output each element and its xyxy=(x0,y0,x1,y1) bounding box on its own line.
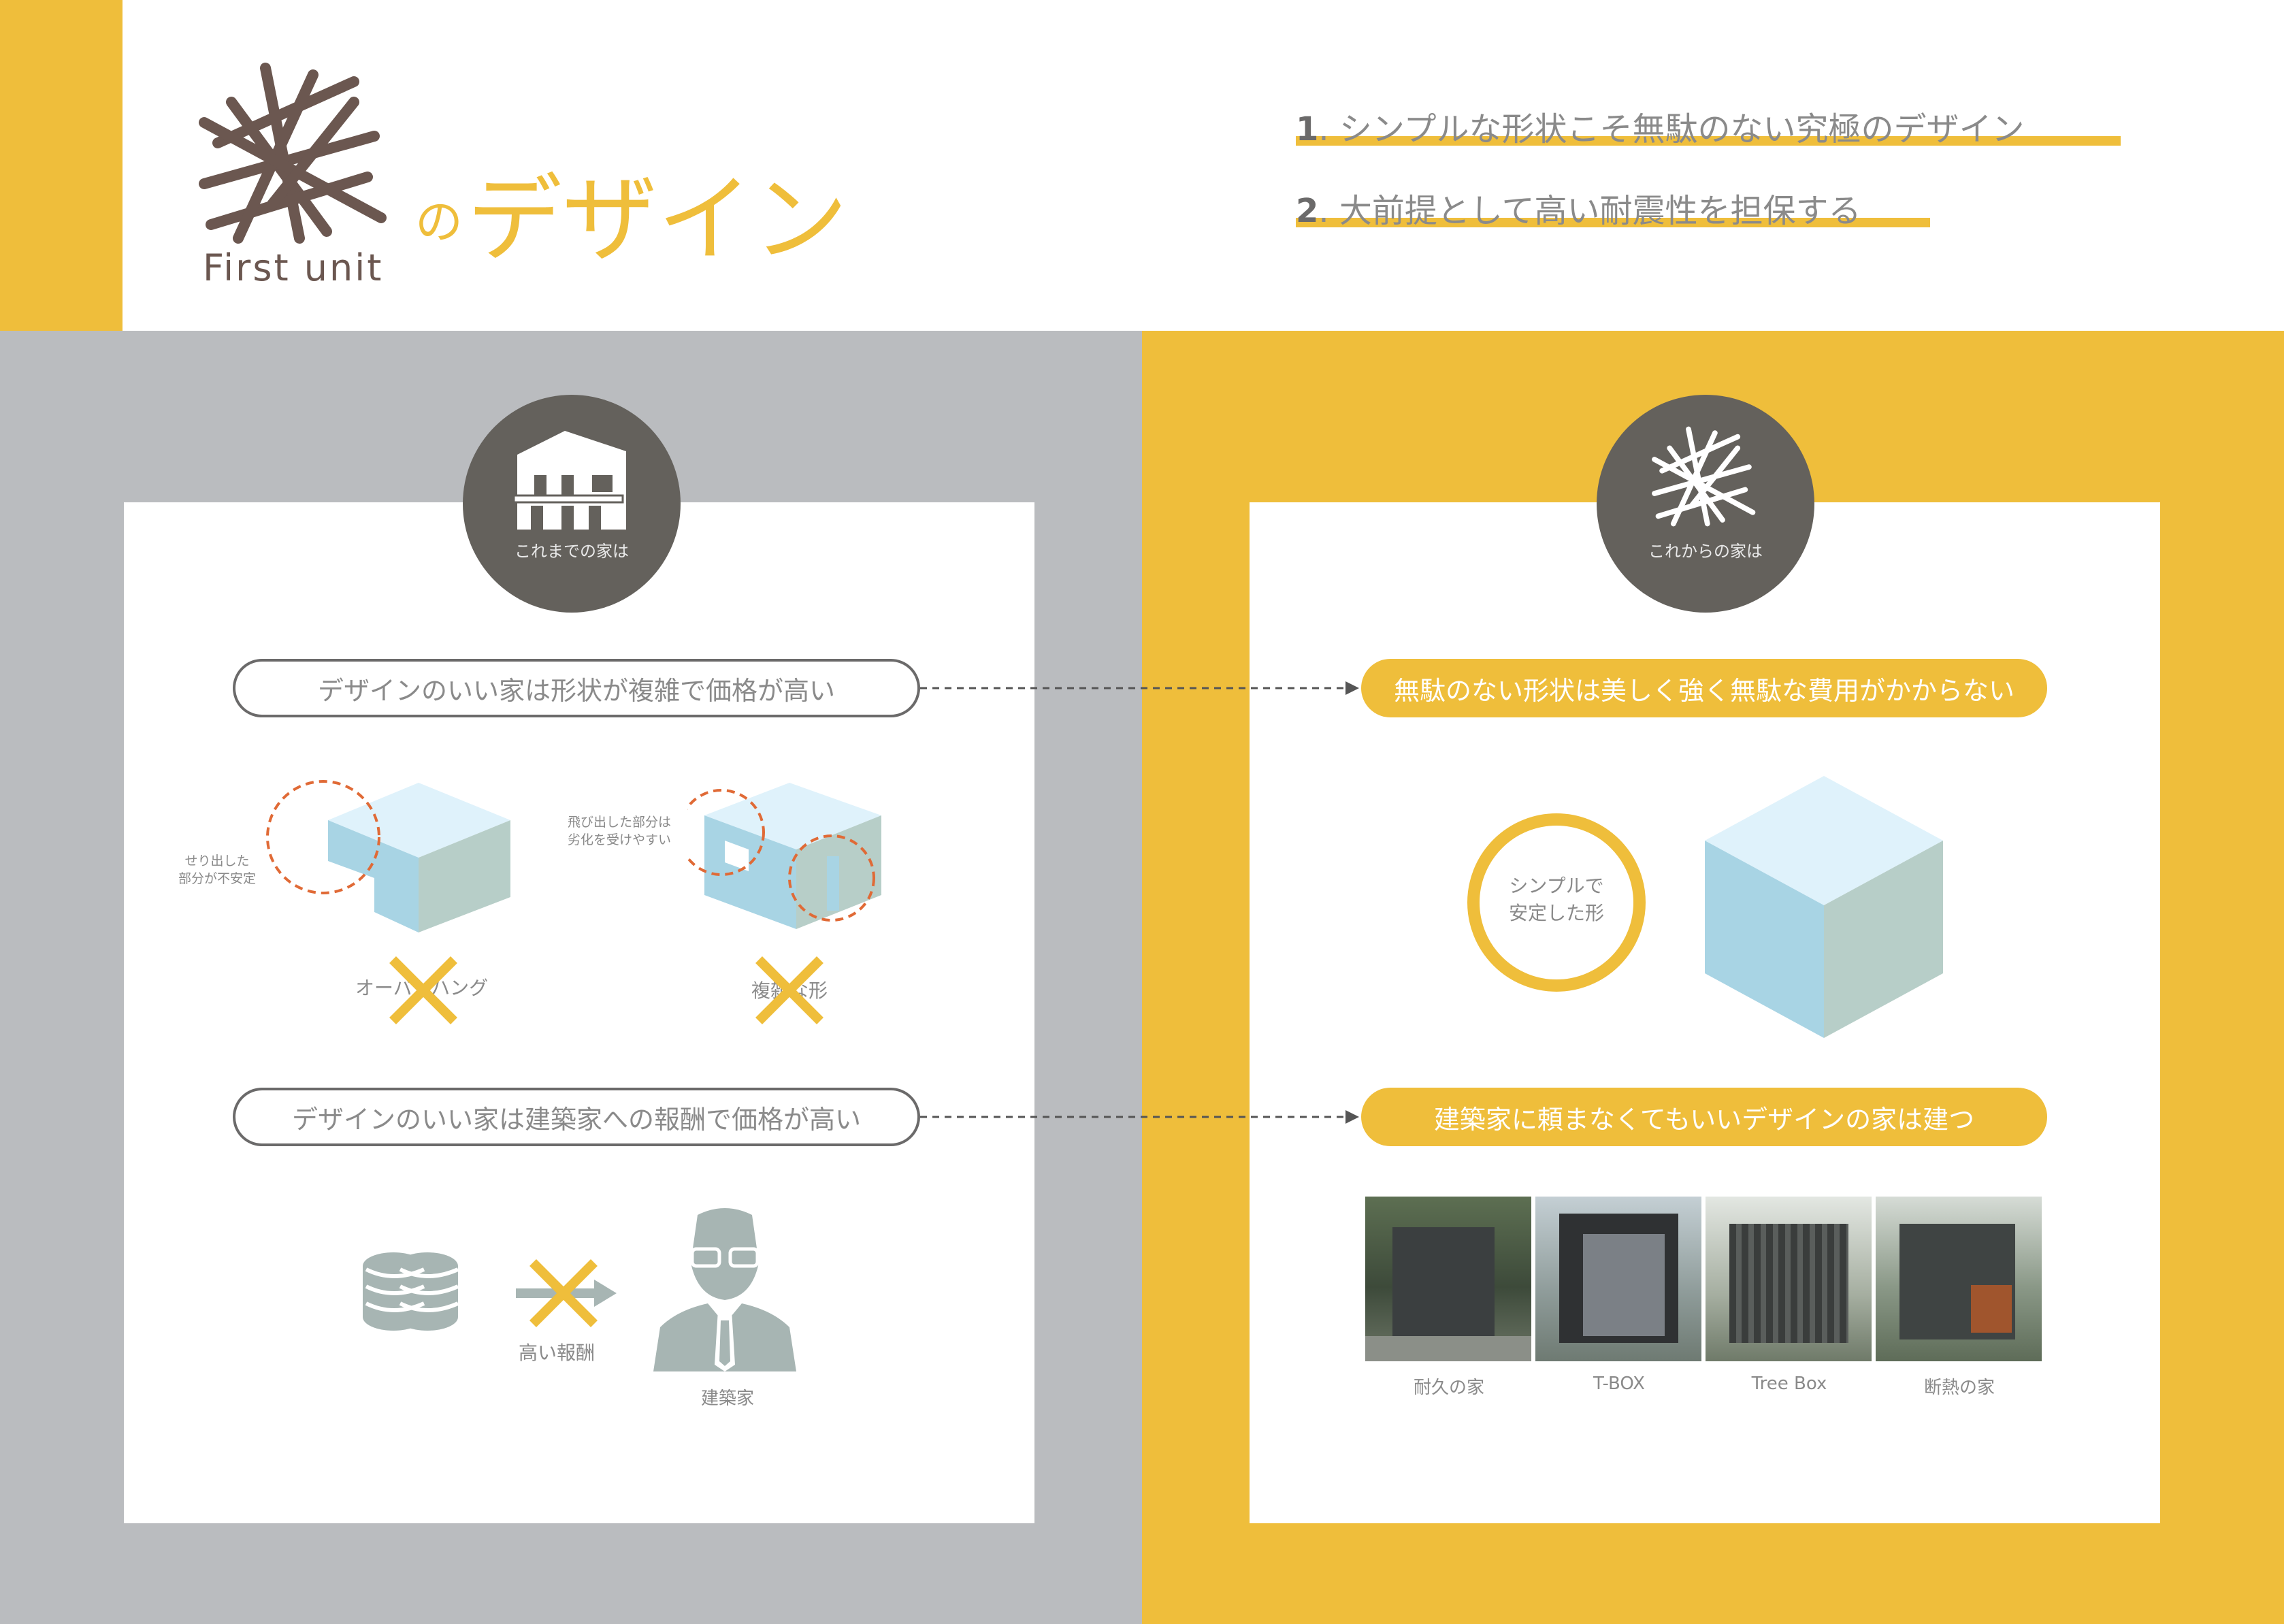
photo-t-box-stone-wall xyxy=(1583,1234,1665,1336)
overhang-note: せり出した 部分が不安定 xyxy=(178,852,256,888)
photo-insulated-house-door xyxy=(1971,1285,2012,1333)
point-1-number: 1 xyxy=(1296,110,1319,148)
first-unit-mark-icon xyxy=(1652,426,1756,527)
house-icon xyxy=(512,431,626,530)
complex-note-line-1: 飛び出した部分は xyxy=(568,815,672,830)
point-2-number: 2 xyxy=(1296,192,1319,230)
overhang-x-icon xyxy=(389,956,457,1024)
complex-x-icon xyxy=(755,956,823,1024)
architect-label: 建築家 xyxy=(701,1388,755,1409)
fee-arrow-x-icon xyxy=(516,1259,617,1327)
architect-person-icon xyxy=(653,1208,796,1371)
title-no: の xyxy=(415,194,463,250)
point-2-underline xyxy=(1296,218,1930,227)
photo-label-durable: 耐久の家 xyxy=(1413,1378,1484,1398)
photo-label-t-box: T-BOX xyxy=(1593,1374,1645,1394)
future-badge-label: これからの家は xyxy=(1648,542,1763,561)
right-pill-simple-shape: 無駄のない形状は美しく強く無駄な費用がかからない xyxy=(1361,659,2047,717)
stable-shape-text: シンプルで 安定した形 xyxy=(1467,873,1646,927)
point-2: 2. 大前提として高い耐震性を担保する xyxy=(1296,184,1861,231)
photo-durable-house[interactable] xyxy=(1365,1197,1531,1361)
complex-house-diagram xyxy=(687,783,881,929)
connector-arrow-1 xyxy=(920,681,1359,695)
photo-tree-box-building xyxy=(1729,1224,1848,1343)
photo-label-tree-box: Tree Box xyxy=(1751,1374,1827,1394)
left-pill-architect-fee: デザインのいい家は建築家への報酬で価格が高い xyxy=(233,1088,920,1146)
overhang-note-line-1: せり出した xyxy=(184,854,250,868)
stable-shape-line-2: 安定した形 xyxy=(1508,902,1604,924)
header-accent-bar xyxy=(0,0,123,331)
overhang-note-line-2: 部分が不安定 xyxy=(178,871,257,886)
photo-label-insulated: 断熱の家 xyxy=(1923,1378,1995,1398)
photo-durable-house-building xyxy=(1392,1227,1495,1343)
right-pill-no-architect: 建築家に頼まなくてもいいデザインの家は建つ xyxy=(1361,1088,2047,1146)
simple-cube-diagram xyxy=(1705,776,1943,1038)
overhang-house-diagram xyxy=(266,780,510,932)
fee-label: 高い報酬 xyxy=(519,1342,596,1364)
past-badge-label: これまでの家は xyxy=(515,542,629,561)
point-2-text: . 大前提として高い耐震性を担保する xyxy=(1318,192,1861,230)
page-title: デザイン xyxy=(467,165,849,276)
photo-insulated-house[interactable] xyxy=(1876,1197,2042,1361)
coins-icon xyxy=(363,1252,459,1331)
complex-note: 飛び出した部分は 劣化を受けやすい xyxy=(568,813,671,849)
complex-note-line-2: 劣化を受けやすい xyxy=(568,832,672,847)
future-house-badge: これからの家は xyxy=(1597,395,1814,613)
first-unit-logo-icon xyxy=(199,63,387,244)
stable-shape-line-1: シンプルで xyxy=(1509,875,1604,897)
point-1-text: . シンプルな形状こそ無駄のない究極のデザイン xyxy=(1318,110,2025,148)
point-1: 1. シンプルな形状こそ無駄のない究極のデザイン xyxy=(1296,102,2024,150)
photo-durable-house-ground xyxy=(1365,1336,1531,1361)
point-1-underline xyxy=(1296,136,2121,146)
logo-text: First unit xyxy=(203,246,384,289)
photo-tree-box[interactable] xyxy=(1706,1197,1872,1361)
left-pill-complex-shape: デザインのいい家は形状が複雑で価格が高い xyxy=(233,659,920,717)
past-house-badge: これまでの家は xyxy=(463,395,681,613)
connector-arrow-2 xyxy=(920,1110,1359,1124)
left-white-card xyxy=(124,502,1034,1523)
photo-t-box[interactable] xyxy=(1535,1197,1701,1361)
